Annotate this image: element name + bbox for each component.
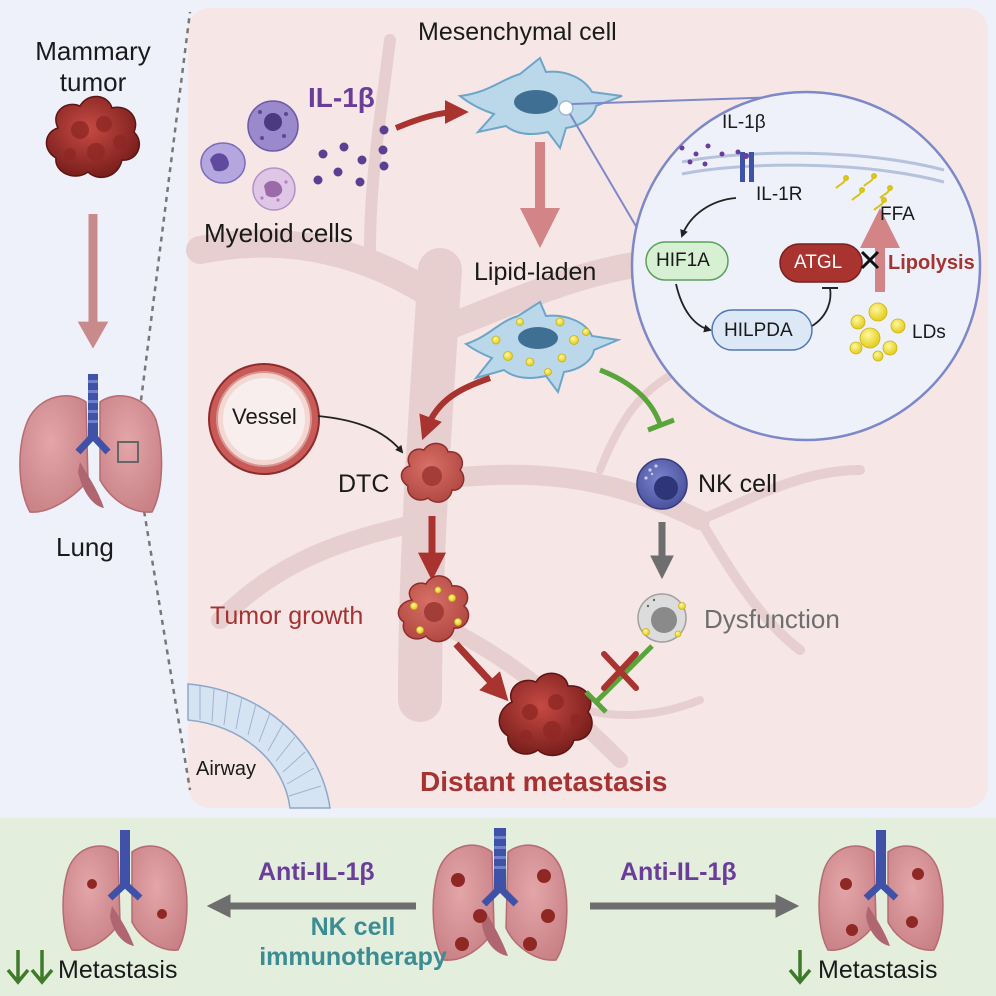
- bottom-lung-center-icon: [432, 828, 568, 961]
- atgl-label: ATGL: [794, 252, 843, 273]
- vessel-to-dtc-arrow: [317, 415, 404, 454]
- nk-immunotherapy-label-line2: immunotherapy: [259, 943, 447, 971]
- double-decrease-icon: [6, 950, 54, 985]
- growth-to-metastasis-arrow: [453, 641, 509, 702]
- nk-immunotherapy-label-line1: NK cell: [310, 913, 396, 941]
- lipid-laden-label: Lipid-laden: [474, 258, 597, 286]
- dysfunction-label: Dysfunction: [704, 604, 840, 634]
- mesenchymal-cell-label: Mesenchymal cell: [418, 18, 617, 46]
- lipid-inhibits-nk-line: [599, 367, 663, 425]
- bottom-lung-right-icon: [818, 830, 944, 951]
- vessel-label: Vessel: [232, 404, 297, 429]
- lung-label: Lung: [56, 532, 114, 562]
- ffa-icon: [835, 173, 893, 211]
- blocked-cross-icon: [601, 651, 639, 691]
- lipolysis-label: Lipolysis: [888, 252, 975, 274]
- myeloid-cells-label: Myeloid cells: [204, 218, 353, 248]
- hif1a-label: HIF1A: [656, 250, 710, 271]
- zoom-line-top: [134, 11, 192, 441]
- dtc-cell-icon: [400, 442, 465, 503]
- nk-immunotherapy-label: NK cell immunotherapy: [258, 912, 448, 972]
- distant-metastasis-label: Distant metastasis: [420, 766, 668, 797]
- nk-cell-label: NK cell: [698, 470, 778, 498]
- left-anti-il1b-label: Anti-IL-1β: [258, 858, 375, 886]
- dysfunctional-nk-cell-icon: [637, 593, 687, 643]
- lds-label: LDs: [912, 322, 946, 343]
- left-metastasis-label: Metastasis: [58, 956, 178, 984]
- distant-metastasis-icon: [498, 672, 593, 757]
- airway-label: Airway: [196, 758, 257, 780]
- mammary-tumor-label-line1: Mammary: [35, 36, 151, 66]
- mesenchymal-cell-icon: [457, 56, 623, 151]
- signaling-inset: [630, 90, 982, 442]
- hilpda-node: [711, 309, 813, 351]
- lipolysis-blocked-icon: [860, 250, 880, 270]
- atgl-node: [779, 243, 863, 283]
- nk-cell-icon: [636, 458, 688, 510]
- il1b-label: IL-1β: [308, 82, 375, 113]
- airway-icon: [187, 683, 331, 809]
- failed-inhibition-bar: [584, 690, 608, 714]
- hilpda-label: HILPDA: [724, 320, 793, 341]
- tumor-growth-label: Tumor growth: [210, 602, 364, 630]
- tumor-growth-cell-icon: [397, 575, 470, 643]
- lipid-droplets-icon: [849, 302, 906, 362]
- vessel-icon: [208, 363, 320, 475]
- ffa-label: FFA: [880, 204, 915, 225]
- lipid-laden-cell-icon: [463, 300, 622, 395]
- bottom-lung-left-icon: [62, 830, 188, 951]
- inset-il1b-label: IL-1β: [722, 112, 766, 133]
- dtc-label: DTC: [338, 470, 390, 498]
- lipid-to-dtc-arrow: [419, 375, 492, 441]
- mammary-tumor-label: Mammary tumor: [26, 36, 160, 98]
- right-metastasis-label: Metastasis: [818, 956, 938, 984]
- single-decrease-icon: [788, 950, 812, 985]
- lung-icon: [19, 374, 163, 513]
- hif1a-node: [645, 241, 729, 281]
- il1b-to-mesenchymal-arrow: [394, 100, 469, 131]
- il1b-particles: [313, 125, 389, 187]
- lipid-inhibits-nk-bar: [647, 417, 675, 433]
- mammary-tumor-icon: [45, 95, 140, 179]
- right-anti-il1b-label: Anti-IL-1β: [620, 858, 737, 886]
- il1r-receptor-icon: [740, 152, 754, 182]
- il1r-label: IL-1R: [756, 184, 803, 205]
- myeloid-cells-icon: [200, 100, 299, 211]
- mammary-tumor-label-line2: tumor: [59, 67, 127, 97]
